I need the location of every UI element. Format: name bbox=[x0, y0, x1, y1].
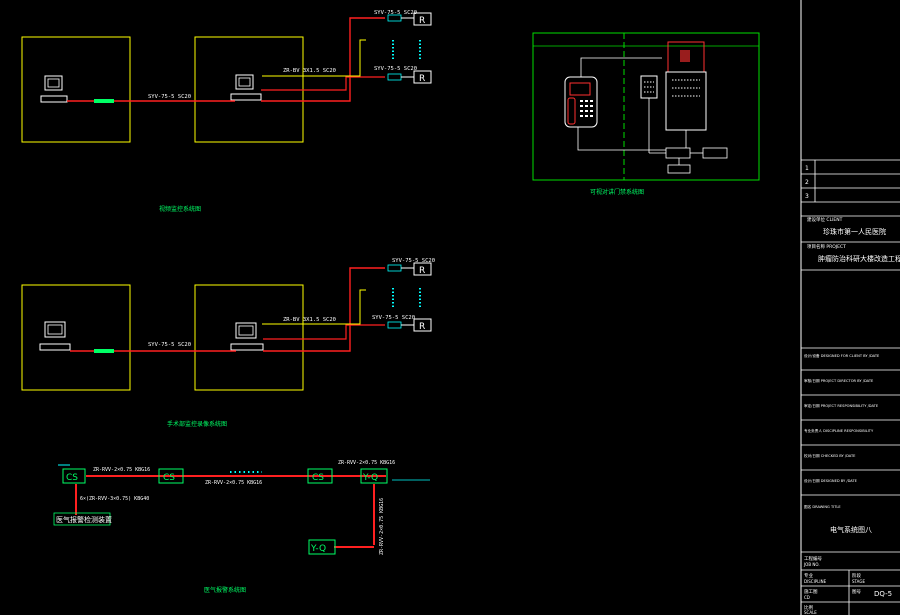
designed-label: 设计/设备 DESIGNED FOR CLIENT BY /DATE bbox=[804, 353, 880, 358]
drawing-label: 图名 DRAWING TITLE bbox=[804, 504, 841, 509]
keypad-icon bbox=[640, 75, 658, 99]
cable-line bbox=[261, 76, 385, 91]
cable-label: SYV-75-5 SC20 bbox=[148, 94, 191, 100]
yq-node: Y-Q bbox=[360, 468, 388, 484]
rev-row-number: 1 bbox=[805, 165, 809, 172]
sensor-label: 医气报警检测装置 bbox=[56, 515, 112, 524]
cs-node: CS bbox=[158, 468, 184, 484]
discipline-en: DISCIPLINE bbox=[804, 579, 827, 584]
rev-row-number: 3 bbox=[805, 193, 809, 200]
drawing-title: 电气系统图八 bbox=[830, 525, 872, 534]
cable-label: ZR-RVV-2×0.75 KBG16 bbox=[379, 498, 385, 555]
cable-label: SYV-75-5 SC20 bbox=[374, 10, 417, 16]
svg-text:CS: CS bbox=[66, 473, 78, 483]
cable-label: SYV-75-5 SC20 bbox=[148, 342, 191, 348]
cable-label: 6×(ZR-RVV-3×0.75) KBG40 bbox=[80, 496, 149, 502]
svg-text:R: R bbox=[419, 266, 425, 276]
rev-row-number: 2 bbox=[805, 179, 809, 186]
cs-node: CS bbox=[62, 468, 86, 484]
lock-box bbox=[702, 147, 728, 159]
svg-text:R: R bbox=[419, 16, 425, 26]
phone-icon bbox=[564, 76, 598, 128]
sheet-no-label: 图号 bbox=[852, 589, 861, 595]
monitor-icon bbox=[39, 321, 71, 351]
cable-label: ZR-RVV-2×0.75 KBG16 bbox=[93, 467, 150, 473]
svg-text:CS: CS bbox=[163, 473, 175, 483]
cable-label: SYV-75-5 SC20 bbox=[372, 315, 415, 321]
cs-node: CS bbox=[307, 468, 333, 484]
approved-label: 审定/日期 PROJECT RESPONSIBILITY /DATE bbox=[804, 403, 879, 408]
room-box-left bbox=[21, 36, 131, 143]
svg-text:CS: CS bbox=[312, 473, 324, 483]
phase-cell: 施工图 bbox=[804, 588, 818, 595]
diagram-caption: 视频监控系统图 bbox=[159, 205, 201, 213]
svg-text:Y-Q: Y-Q bbox=[362, 473, 378, 483]
discipline-cell: 专业 bbox=[804, 572, 813, 579]
monitor-icon bbox=[230, 74, 262, 101]
monitor-icon bbox=[230, 322, 264, 351]
svg-text:Y-Q: Y-Q bbox=[310, 544, 326, 554]
cable-label: ZR-RVV-2×0.75 KBG16 bbox=[205, 480, 262, 486]
cable-line bbox=[263, 324, 385, 340]
sensor-box bbox=[53, 512, 111, 526]
room-box-left bbox=[21, 284, 131, 391]
cable-line bbox=[261, 17, 385, 102]
junction-marker bbox=[94, 99, 114, 103]
sheet-no-value: DQ-5 bbox=[874, 590, 892, 598]
client-label: 建设单位 CLIENT bbox=[807, 216, 843, 223]
title-block: 1 2 3 建设单位 CLIENT 珍珠市第一人民医院 项目名称 PROJECT… bbox=[800, 0, 900, 615]
diagram-caption: 医气报警系统图 bbox=[204, 586, 246, 594]
power-line bbox=[262, 289, 366, 325]
power-line bbox=[262, 39, 366, 77]
cable-label: ZR-BV 3X1.5 SC20 bbox=[283, 317, 336, 323]
diagram-video-surveillance: SYV-75-5 SC20 ZR-BV 3X1.5 SC20 SYV-75-5 … bbox=[21, 10, 432, 213]
stage-cell: 阶段 bbox=[852, 572, 861, 579]
cable-label: SYV-75-5 SC20 bbox=[392, 258, 435, 264]
diagram-gas-alarm: CS CS CS Y-Q Y-Q 医气报警检测装置 ZR-RVV-2×0.75 … bbox=[53, 460, 430, 594]
panel-border bbox=[532, 32, 760, 181]
door-button-box bbox=[667, 164, 691, 174]
svg-text:R: R bbox=[419, 74, 425, 84]
monitor-icon bbox=[40, 75, 68, 103]
cable-label: ZR-BV 3X1.5 SC20 bbox=[283, 68, 336, 74]
diagram-operating-suite: SYV-75-5 SC20 ZR-BV 3X1.5 SC20 SYV-75-5 … bbox=[21, 258, 435, 428]
phase-en: CD bbox=[804, 595, 810, 600]
door-station-icon bbox=[665, 41, 707, 131]
diagram-caption: 手术部监控录像系统图 bbox=[167, 420, 227, 428]
diagram-intercom: 可视对讲门禁系统图 bbox=[532, 32, 760, 196]
junction-marker bbox=[94, 349, 114, 353]
checked-label: 审核/日期 PROJECT DIRECTOR BY /DATE bbox=[804, 378, 874, 383]
cable-label: SYV-75-5 SC20 bbox=[374, 66, 417, 72]
project-value: 肿瘤防治科研大楼改造工程 bbox=[818, 254, 900, 263]
scale-en: SCALE bbox=[804, 610, 817, 615]
cable-line bbox=[263, 267, 385, 352]
stage-en: STAGE bbox=[852, 579, 865, 584]
power-box bbox=[665, 147, 691, 159]
checked-by-label: 校对/日期 CHECKED BY /DATE bbox=[804, 453, 856, 458]
job-no-label: 工程编号 bbox=[804, 555, 822, 562]
job-no-en: JOB NO. bbox=[803, 562, 820, 567]
yq-node: Y-Q bbox=[308, 539, 336, 555]
client-value: 珍珠市第一人民医院 bbox=[823, 227, 886, 236]
room-box-right bbox=[194, 284, 304, 391]
project-label: 项目名称 PROJECT bbox=[807, 243, 846, 250]
designed-by-label: 设计/日期 DESIGNED BY /DATE bbox=[804, 478, 858, 483]
camera-icon: R bbox=[387, 262, 432, 276]
svg-text:R: R bbox=[419, 322, 425, 332]
scale-cell: 比例 bbox=[804, 604, 813, 611]
diagram-caption: 可视对讲门禁系统图 bbox=[590, 188, 644, 196]
discipline-label: 专业负责人 DISCIPLINE RESPONSIBILITY bbox=[804, 428, 874, 433]
cable-label: ZR-RVV-2×0.75 KBG16 bbox=[338, 460, 395, 466]
